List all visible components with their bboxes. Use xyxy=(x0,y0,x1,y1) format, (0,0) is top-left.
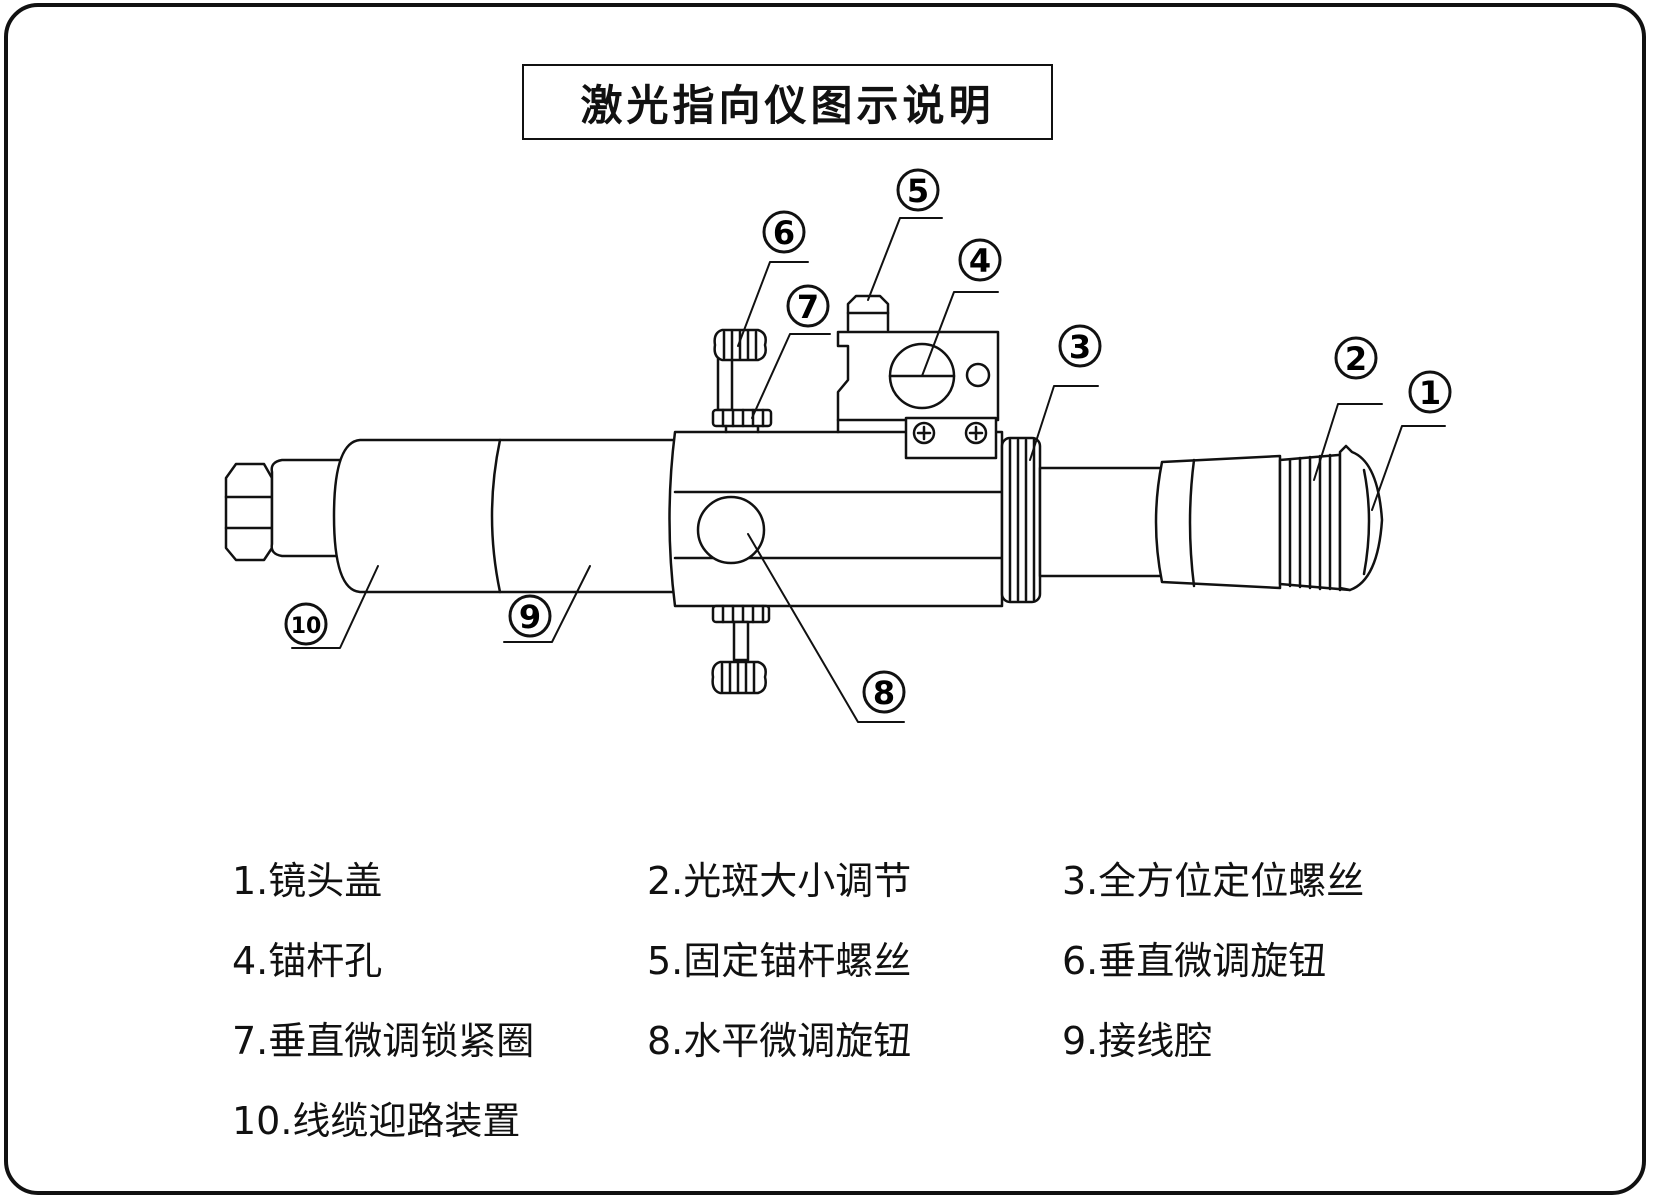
legend-item-3: 3.全方位定位螺丝 xyxy=(1062,859,1365,903)
callout-badge-4: 4 xyxy=(958,238,1002,282)
laser-pointer-diagram: 1 2 3 4 5 6 7 8 xyxy=(224,168,1452,723)
leader-7 xyxy=(751,333,831,419)
legend-item-7: 7.垂直微调锁紧圈 xyxy=(232,1019,535,1063)
legend-item-8: 8.水平微调旋钮 xyxy=(647,1019,912,1063)
leader-5 xyxy=(867,217,943,301)
callout-badge-9: 9 xyxy=(508,594,552,638)
vertical-adjust-knob-top xyxy=(711,328,773,434)
svg-text:6: 6 xyxy=(773,214,795,252)
leader-6 xyxy=(737,261,809,347)
svg-text:2: 2 xyxy=(1345,340,1367,378)
leader-3 xyxy=(1029,385,1099,461)
callout-badge-8: 8 xyxy=(862,670,906,714)
leader-2 xyxy=(1313,403,1383,481)
leader-1 xyxy=(1371,425,1446,511)
svg-text:7: 7 xyxy=(797,288,819,326)
callout-badge-5: 5 xyxy=(896,168,940,212)
legend-item-10: 10.线缆迎路装置 xyxy=(232,1099,521,1143)
horizontal-adjust-knob xyxy=(696,495,766,565)
svg-text:10: 10 xyxy=(291,614,322,639)
svg-text:1: 1 xyxy=(1419,374,1441,412)
callout-badge-7: 7 xyxy=(786,284,830,328)
legend-item-9: 9.接线腔 xyxy=(1062,1019,1213,1063)
legend-item-5: 5.固定锚杆螺丝 xyxy=(647,939,912,983)
leader-10 xyxy=(291,565,379,649)
lens-cap xyxy=(1338,444,1384,592)
svg-text:8: 8 xyxy=(873,674,895,712)
svg-text:9: 9 xyxy=(519,598,541,636)
main-housing xyxy=(668,430,1004,608)
legend-item-4: 4.锚杆孔 xyxy=(232,939,383,983)
legend-item-1: 1.镜头盖 xyxy=(232,859,383,903)
leader-4 xyxy=(921,291,999,377)
callout-badge-2: 2 xyxy=(1334,336,1378,380)
svg-text:4: 4 xyxy=(969,242,991,280)
callout-badge-6: 6 xyxy=(762,210,806,254)
parts-legend: 1.镜头盖 2.光斑大小调节 3.全方位定位螺丝 4.锚杆孔 5.固定锚杆螺丝 … xyxy=(232,848,1432,1148)
leader-lines xyxy=(291,217,1446,723)
title-box: 激光指向仪图示说明 xyxy=(522,64,1053,140)
callout-badge-1: 1 xyxy=(1408,370,1452,414)
callout-badge-10: 10 xyxy=(284,602,328,646)
legend-item-6: 6.垂直微调旋钮 xyxy=(1062,939,1327,983)
cable-guide-device xyxy=(224,458,346,562)
svg-text:3: 3 xyxy=(1069,328,1091,366)
legend-item-2: 2.光斑大小调节 xyxy=(647,859,912,903)
callout-badges: 1 2 3 4 5 6 7 8 xyxy=(284,168,1452,714)
leader-9 xyxy=(503,565,591,643)
vertical-adjust-knob-bottom xyxy=(711,604,771,695)
page-title: 激光指向仪图示说明 xyxy=(580,80,995,130)
outer-frame xyxy=(4,3,1646,1195)
positioning-screw-ring xyxy=(1000,436,1042,604)
callout-badge-3: 3 xyxy=(1058,324,1102,368)
svg-text:5: 5 xyxy=(907,172,929,210)
lens-barrel xyxy=(1038,454,1282,590)
junction-cavity xyxy=(332,438,677,594)
leader-8 xyxy=(747,533,905,723)
